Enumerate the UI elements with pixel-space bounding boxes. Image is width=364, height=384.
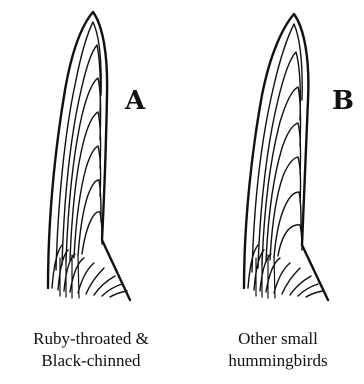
panel-a: A Ruby-throated & Black-chinned	[0, 0, 182, 384]
panel-letter: A	[125, 86, 145, 116]
panel-caption: Other small hummingbirds	[187, 328, 364, 372]
wing-illustration-a	[0, 0, 182, 320]
caption-line: Black-chinned	[0, 350, 182, 372]
panel-b: B Other small hummingbirds	[182, 0, 364, 384]
caption-line: Ruby-throated &	[0, 328, 182, 350]
wing-illustration-b	[182, 0, 364, 320]
caption-line: hummingbirds	[187, 350, 364, 372]
panel-caption: Ruby-throated & Black-chinned	[0, 328, 182, 372]
caption-line: Other small	[187, 328, 364, 350]
panel-letter: B	[332, 86, 354, 116]
